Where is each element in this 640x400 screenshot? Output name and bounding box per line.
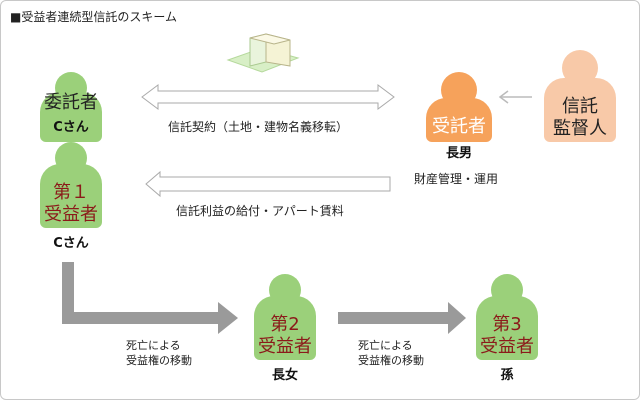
building-icon [226, 33, 300, 73]
contract-double-arrow [141, 84, 395, 110]
transfer-arrow-1 [62, 262, 238, 334]
second-name: 長女 [271, 368, 298, 383]
third-beneficiary-figure: 第3 受益者 孫 [472, 274, 542, 384]
diagram-title: ■受益者連続型信託のスキーム [10, 10, 177, 24]
management-label: 財産管理・運用 [414, 172, 499, 186]
settlor-label: 委託者 [44, 92, 98, 113]
transfer-label-1-line1: 死亡による [126, 339, 181, 352]
trustee-figure: 受託者 長男 [424, 72, 494, 161]
transfer-label-2: 死亡による 受益権の移動 [358, 338, 424, 368]
third-label-1: 第3 [492, 314, 522, 335]
supervisor-label-2: 監督人 [553, 118, 607, 139]
third-name: 孫 [500, 368, 514, 383]
transfer-label-2-line2: 受益権の移動 [358, 354, 424, 367]
supervisor-arrow [498, 90, 532, 104]
transfer-arrow-2 [338, 302, 466, 334]
supervisor-figure: 信託 監督人 [540, 50, 620, 146]
trustee-label: 受託者 [432, 116, 486, 137]
first-name: Cさん [53, 236, 89, 251]
contract-label: 信託契約（土地・建物名義移転） [168, 120, 349, 134]
third-label-2: 受益者 [480, 336, 534, 357]
second-label-1: 第2 [270, 314, 300, 335]
transfer-label-1-line2: 受益権の移動 [126, 354, 192, 367]
supervisor-label-1: 信託 [562, 96, 598, 117]
settlor-name: Cさん [53, 120, 89, 135]
second-beneficiary-figure: 第2 受益者 長女 [250, 274, 320, 384]
third-body [476, 296, 538, 360]
settlor-figure: 委託者 Cさん [36, 72, 106, 142]
transfer-label-1: 死亡による 受益権の移動 [126, 338, 192, 368]
second-label-2: 受益者 [258, 336, 312, 357]
first-body [40, 164, 102, 228]
benefit-arrow [145, 170, 391, 198]
first-label-2: 受益者 [44, 204, 98, 225]
transfer-label-2-line1: 死亡による [358, 339, 413, 352]
first-beneficiary-figure: 第１ 受益者 Cさん [36, 142, 106, 252]
trustee-name: 長男 [445, 146, 472, 161]
second-body [254, 296, 316, 360]
benefit-label: 信託利益の給付・アパート賃料 [176, 204, 344, 218]
trustee-body [426, 98, 492, 142]
supervisor-body [544, 78, 616, 142]
first-label-1: 第１ [53, 182, 89, 203]
settlor-body [40, 92, 102, 142]
